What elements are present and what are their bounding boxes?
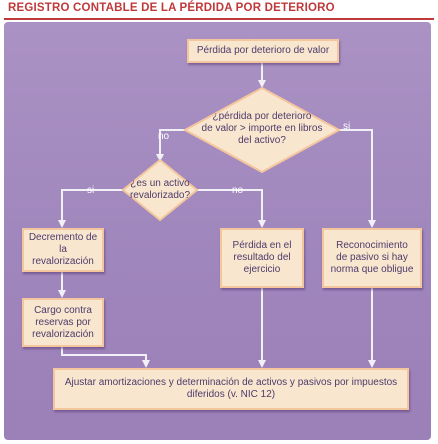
node-perdida-resultado-text: Pérdida en el resultado del ejercicio [232, 240, 292, 275]
node-decremento: Decremento de la revalorización [22, 228, 104, 272]
node-ajustar-text: Ajustar amortizaciones y determinación d… [64, 377, 398, 400]
title-rule [4, 18, 434, 20]
decision1-text: ¿pérdida por deterioro de valor > import… [201, 111, 323, 146]
node-cargo: Cargo contra reservas por revalorización [22, 298, 104, 347]
arrow-cargo-to-ajustar [61, 347, 150, 368]
label-decision2-si: si [87, 185, 95, 196]
label-decision1-si: si [343, 121, 351, 132]
decision1-diamond [182, 86, 342, 174]
decision2-text: ¿es un activo revalorizado? [129, 178, 191, 201]
arrow-decision1-no [156, 129, 185, 162]
label-decision1-no: no [158, 131, 170, 142]
arrow-decision1-si [339, 129, 376, 228]
node-cargo-text: Cargo contra reservas por revalorización [32, 304, 94, 340]
node-start: Pérdida por deterioro de valor [187, 39, 339, 63]
node-start-text: Pérdida por deterioro de valor [196, 45, 330, 56]
decision2-diamond [121, 158, 199, 222]
diagram-title: REGISTRO CONTABLE DE LA PÉRDIDA POR DETE… [8, 2, 335, 14]
node-reconocimiento: Reconocimiento de pasivo si hay norma qu… [322, 228, 422, 288]
arrow-decision2-si [58, 189, 123, 228]
node-perdida-resultado: Pérdida en el resultado del ejercicio [220, 228, 304, 288]
label-decision2-no: no [232, 185, 244, 196]
arrow-decision2-no [197, 189, 266, 228]
node-decremento-text: Decremento de la revalorización [28, 232, 98, 267]
node-reconocimiento-text: Reconocimiento de pasivo si hay norma qu… [330, 240, 414, 275]
node-ajustar: Ajustar amortizaciones y determinación d… [53, 368, 409, 410]
